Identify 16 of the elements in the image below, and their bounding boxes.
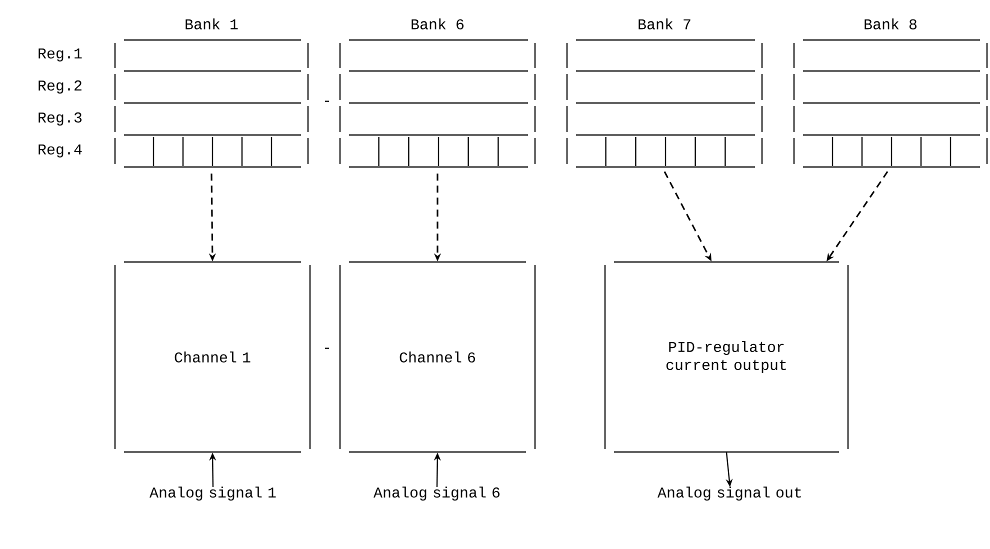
ellipsis-dash: - bbox=[324, 100, 330, 102]
channel-box: Channel 6 bbox=[339, 261, 536, 453]
register-bank: Bank 8 bbox=[793, 18, 988, 168]
register-bank: Bank 7 bbox=[566, 18, 763, 168]
register-label: Reg.2 bbox=[38, 80, 82, 94]
signal-label: Analog signal 6 bbox=[374, 486, 500, 501]
register-bank: Bank 6 bbox=[339, 18, 536, 168]
signal-label: Analog signal 1 bbox=[150, 486, 276, 501]
register-bank: Bank 1 bbox=[114, 18, 309, 168]
register-label: Reg.1 bbox=[38, 48, 82, 62]
register-label: Reg.3 bbox=[38, 112, 82, 126]
signal-label: Analog signal out bbox=[658, 486, 801, 501]
channel-box: Channel 1 bbox=[114, 261, 311, 453]
channel-box: PID-regulator current output bbox=[604, 261, 849, 453]
register-label: Reg.4 bbox=[38, 144, 82, 158]
ellipsis-dash: - bbox=[324, 348, 330, 349]
